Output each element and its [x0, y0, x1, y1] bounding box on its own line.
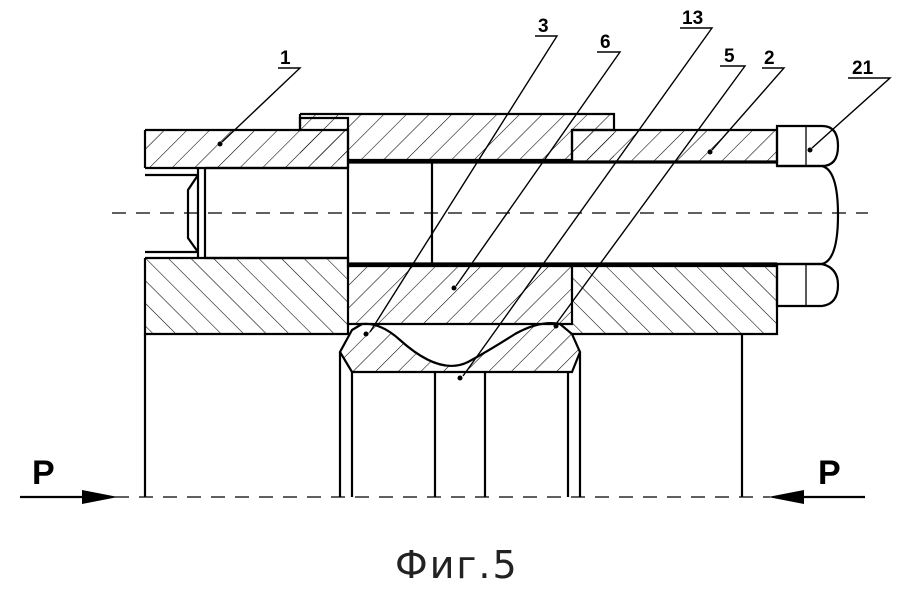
- leader-lines: [217, 27, 892, 381]
- part-5-curved-element: [338, 322, 582, 374]
- label-6: 6: [600, 32, 611, 53]
- force-arrow-left: [20, 490, 118, 504]
- part-1-lower: [143, 256, 350, 336]
- label-5: 5: [724, 46, 735, 67]
- part-6-cover-plate: [298, 112, 616, 162]
- part-2-upper: [570, 128, 779, 164]
- label-21: 21: [852, 58, 874, 79]
- vertical-members: [143, 334, 744, 497]
- label-2: 2: [764, 48, 775, 69]
- bolt-head-21: [775, 124, 840, 308]
- part-2-lower: [572, 264, 779, 336]
- label-13: 13: [682, 8, 703, 29]
- label-1: 1: [280, 48, 291, 69]
- part-3-block: [348, 264, 574, 326]
- figure-caption: Фиг.5: [395, 543, 519, 587]
- force-label-right: P: [818, 454, 841, 492]
- force-label-left: P: [32, 454, 55, 492]
- label-3: 3: [538, 16, 549, 37]
- threaded-bore: [145, 162, 350, 268]
- force-arrow-right: [768, 490, 865, 504]
